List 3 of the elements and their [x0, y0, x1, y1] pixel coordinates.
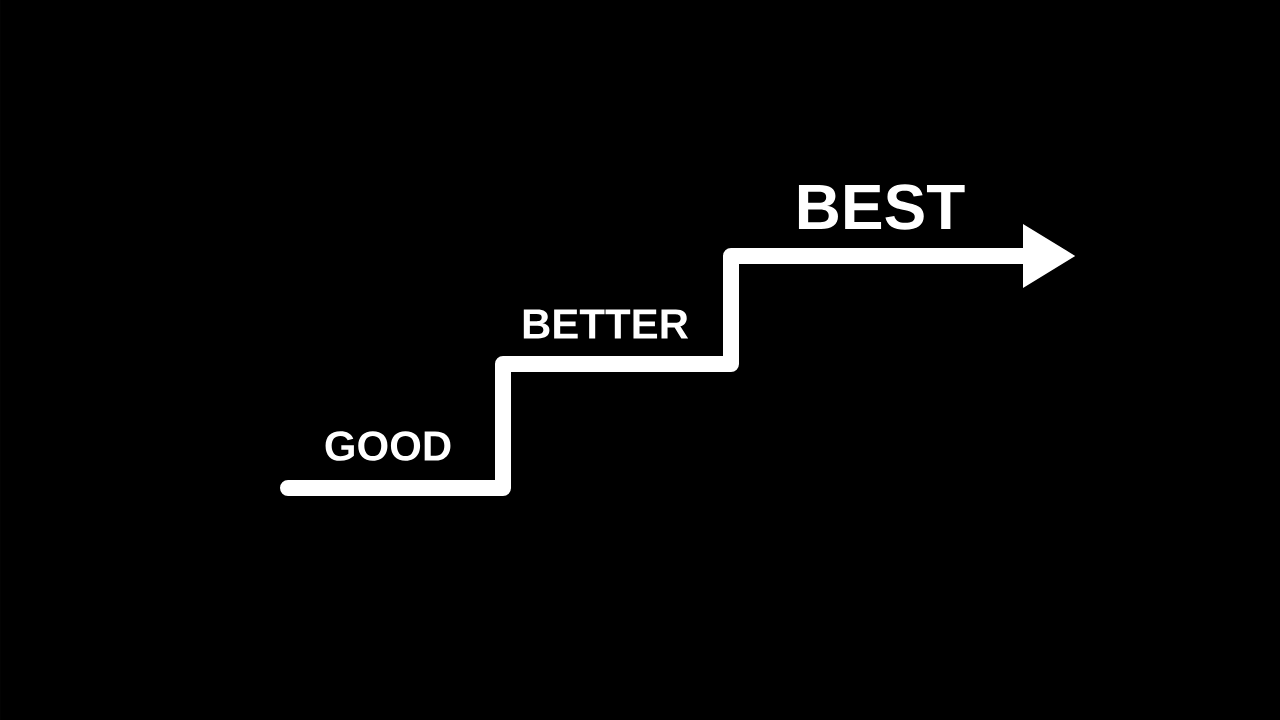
step-label: BETTER	[523, 309, 689, 339]
step-label: GOOD	[325, 431, 451, 461]
step-label: BEST	[798, 184, 965, 230]
